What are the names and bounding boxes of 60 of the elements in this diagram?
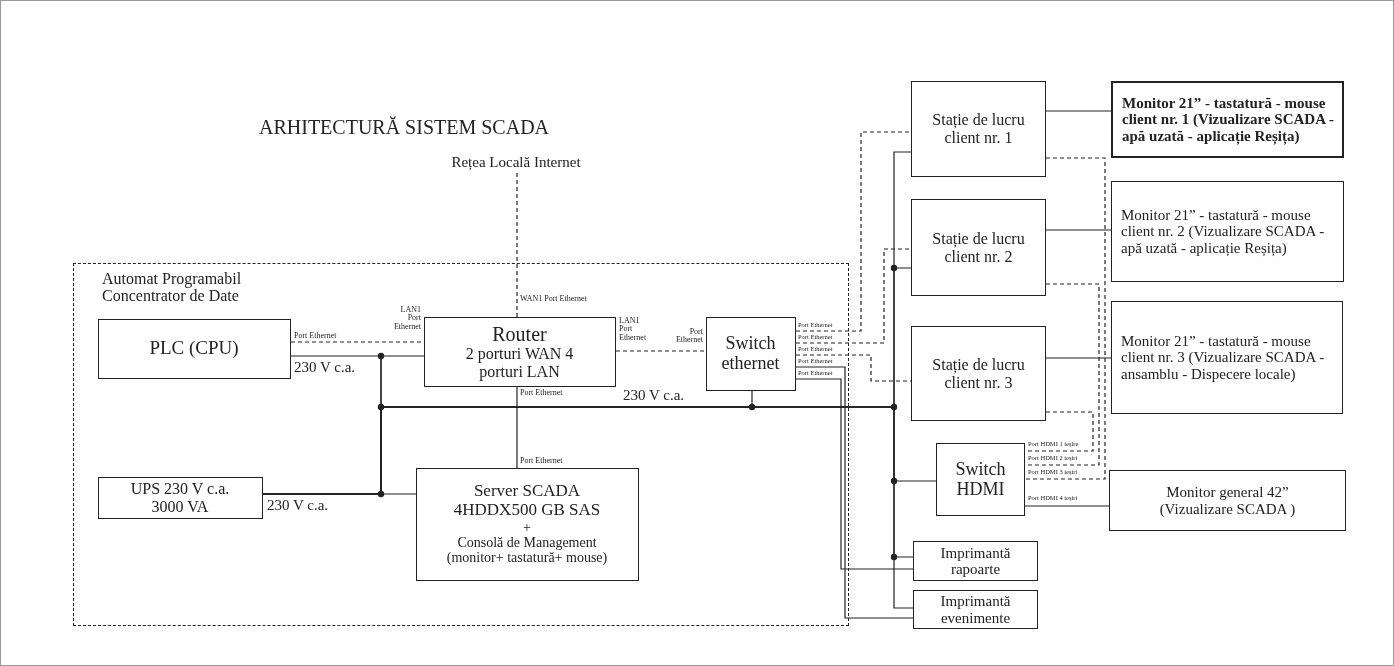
diagram-title: ARHITECTURĂ SISTEM SCADA [259,117,550,138]
device-label: Router [492,322,547,345]
network-label: Rețea Locală Internet [421,151,611,173]
device-box [415,467,639,581]
device-box [913,541,1038,581]
device-box [911,326,1046,421]
device-box [911,81,1046,177]
device-box [1111,181,1344,282]
device-label: Switch HDMI [954,459,1007,500]
device-label: Monitor 21” - tastatură - mouse client nr. 2 (Vizualizare SCADA - apă uzată - aplicație Reșița) [1121,206,1326,257]
connector-line [1045,229,1112,231]
device-label: PLC (CPU) [149,338,239,359]
connector-line [1045,357,1112,359]
connector-line [795,378,914,570]
device-label: Stație de lucru client nr. 1 [931,111,1026,147]
connector-line [1045,110,1112,112]
data-link-line [1024,157,1106,480]
port-label: LAN1 Port Ethernet [619,317,648,343]
device-box [1111,301,1343,414]
device-box [705,316,796,391]
device-label: UPS 230 V c.a. 3000 VA [129,479,231,516]
connector-line [1024,505,1110,507]
device-label: Server SCADA 4HDDX500 GB SAS [452,482,602,520]
device-box [423,316,616,387]
port-label: LAN1 Port Ethernet [392,306,421,332]
device-label: Monitor general 42” (Vizualizare SCADA ) [1158,484,1297,517]
device-label: Imprimantă evenimente [939,593,1012,626]
device-box [1111,81,1344,158]
device-label: Stație de lucru client nr. 3 [931,355,1026,392]
device-label: Switch ethernet [720,333,781,374]
port-label: Port Ethernet [520,389,563,398]
data-link-line [795,131,912,332]
device-box [1109,470,1346,531]
voltage-label: 230 V c.a. [623,388,685,404]
device-label: 2 porturi WAN 4 porturi LAN [464,344,575,381]
device-label: Monitor 21” - tastatură - mouse client nr. 1 (Vizualizare SCADA - apă uzată - aplicație Reșița) [1122,94,1335,145]
port-label: WAN1 Port Ethernet [520,295,588,304]
connector-line [516,386,518,469]
port-label: Port Ethernet [520,457,563,466]
port-label: Port Ethernet [294,332,337,341]
voltage-label: 230 V c.a. [294,360,356,376]
port-label: Port Ethernet [674,328,703,345]
group-title: Automat Programabil Concentrator de Date [102,271,243,305]
device-box [97,318,291,379]
connector-line [795,366,914,619]
data-link-line [516,172,518,318]
device-box [913,590,1038,629]
device-label: Imprimantă rapoarte [939,544,1012,578]
data-link-line [615,350,707,352]
device-box [911,199,1046,296]
voltage-label: 230 V c.a. [267,498,329,514]
device-box [936,443,1025,516]
data-link-line [795,354,912,382]
group-frame [73,263,849,626]
device-box [97,476,263,519]
data-link-line [795,248,912,344]
device-label: Monitor 21” - tastatură - mouse client nr. 3 (Vizualizare SCADA - ansamblu - Dispecere locale) [1121,332,1326,383]
device-label: + [523,519,531,535]
device-label: Consolă de Management (monitor+ tastatură+ mouse) [445,535,609,566]
device-label: Stație de lucru client nr. 2 [931,229,1026,266]
